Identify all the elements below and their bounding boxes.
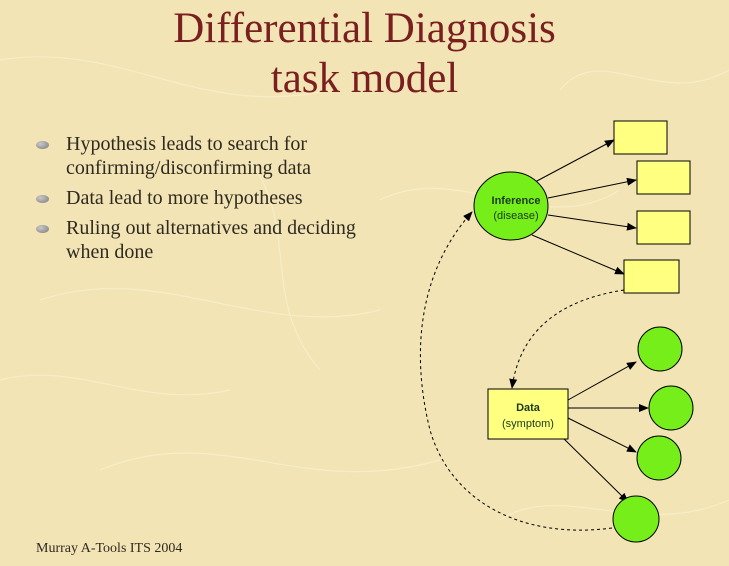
bullet-icon [36, 141, 49, 149]
arrow-data-to-circle-1 [567, 361, 637, 401]
title-line-2: task model [270, 55, 459, 102]
hypothesis-box [636, 210, 691, 245]
bullet-item: Hypothesis leads to search for confirmin… [36, 132, 376, 180]
slide-title: Differential Diagnosis task model [0, 4, 729, 104]
arrow-inference-to-box-2 [547, 177, 637, 199]
inference-sublabel: (disease) [493, 210, 538, 222]
arrow-inference-to-box-3 [547, 214, 637, 231]
bullet-list: Hypothesis leads to search for confirmin… [36, 132, 376, 270]
inference-node [473, 171, 549, 241]
dashed-arrow-data-to-inference [419, 211, 613, 531]
bullet-text: Data lead to more hypotheses [66, 187, 303, 209]
hypothesis-box [613, 120, 668, 155]
symptom-circle [637, 326, 683, 372]
bullet-text: Ruling out alternatives and deciding whe… [66, 217, 356, 263]
inference-label: Inference [492, 195, 541, 207]
symptom-circle [612, 495, 660, 543]
title-line-1: Differential Diagnosis [173, 5, 556, 52]
data-sublabel: (symptom) [502, 418, 554, 430]
arrow-data-to-circle-4 [554, 429, 629, 503]
bullet-item: Data lead to more hypotheses [36, 186, 376, 210]
hypothesis-box [636, 160, 691, 195]
arrow-inference-to-box-1 [534, 139, 615, 183]
arrow-data-to-circle-3 [567, 417, 637, 453]
bullet-item: Ruling out alternatives and deciding whe… [36, 216, 376, 264]
bullet-text: Hypothesis leads to search for confirmin… [66, 133, 311, 179]
bullet-icon [36, 195, 49, 203]
bullet-icon [36, 225, 49, 233]
arrow-inference-to-box-4 [531, 234, 625, 275]
dashed-arrow-inference-to-data [509, 289, 625, 389]
hypothesis-box [623, 259, 680, 294]
symptom-circle [648, 385, 694, 431]
footer-credit: Murray A-Tools ITS 2004 [36, 541, 183, 556]
data-node [487, 388, 569, 440]
symptom-circle [636, 435, 682, 481]
data-label: Data [516, 402, 541, 414]
